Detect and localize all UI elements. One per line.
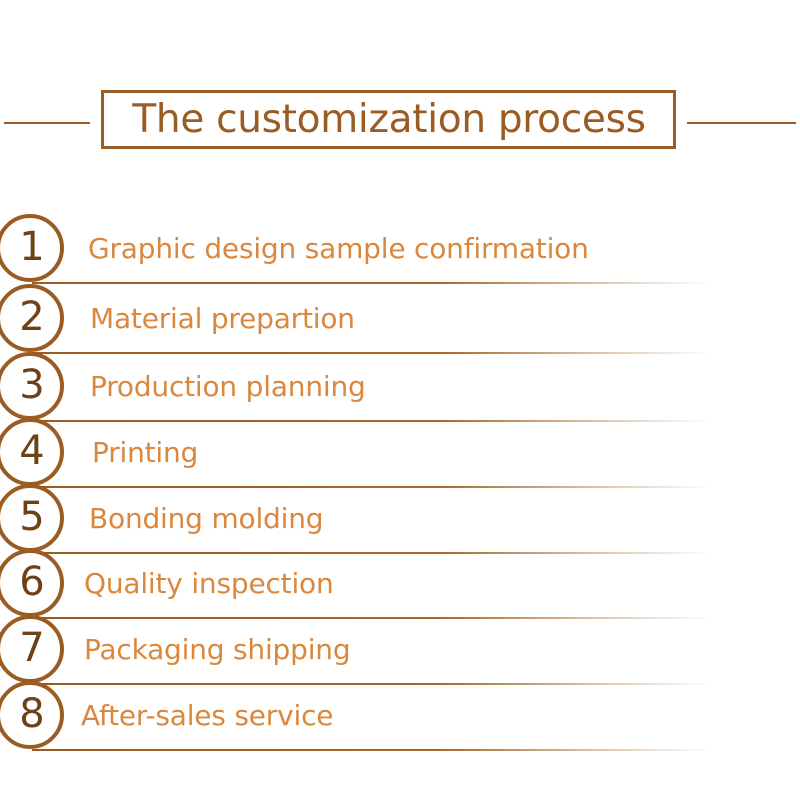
step-5: 5 Bonding molding [0,482,800,554]
step-label: Bonding molding [89,502,324,535]
step-number: 1 [19,224,45,270]
step-number-circle [0,418,64,486]
step-divider [32,683,712,685]
step-number-circle [0,549,64,617]
step-number: 3 [19,362,45,408]
title-rule-left [4,122,90,124]
step-4: 4 Printing [0,416,800,488]
step-6: 6 Quality inspection [0,547,800,619]
step-label: Quality inspection [84,567,334,600]
page-title: The customization process [132,97,646,142]
title-rule-right [687,122,796,124]
step-label: Production planning [90,370,366,403]
step-number: 5 [19,494,45,540]
step-number-circle [0,284,64,352]
step-divider [32,617,712,619]
step-divider [32,420,712,422]
step-label: After-sales service [81,699,334,732]
step-label: Graphic design sample confirmation [88,232,589,265]
step-number: 7 [19,625,45,671]
step-3: 3 Production planning [0,350,800,422]
step-number: 6 [19,559,45,605]
step-number-circle [0,352,64,420]
step-divider [32,749,712,751]
step-divider [32,282,712,284]
step-label: Material prepartion [90,302,355,335]
step-7: 7 Packaging shipping [0,613,800,685]
step-8: 8 After-sales service [0,679,800,751]
step-number-circle [0,615,64,683]
step-label: Printing [92,436,199,469]
step-divider [32,552,712,554]
step-1: 1 Graphic design sample confirmation [0,212,800,284]
step-number-circle [0,214,64,282]
step-label: Packaging shipping [84,633,351,666]
step-divider [32,352,712,354]
step-number: 4 [19,428,45,474]
step-divider [32,486,712,488]
title-frame [101,90,676,149]
step-2: 2 Material prepartion [0,282,800,354]
step-number: 8 [19,691,45,737]
step-number-circle [0,681,64,749]
step-number: 2 [19,294,45,340]
